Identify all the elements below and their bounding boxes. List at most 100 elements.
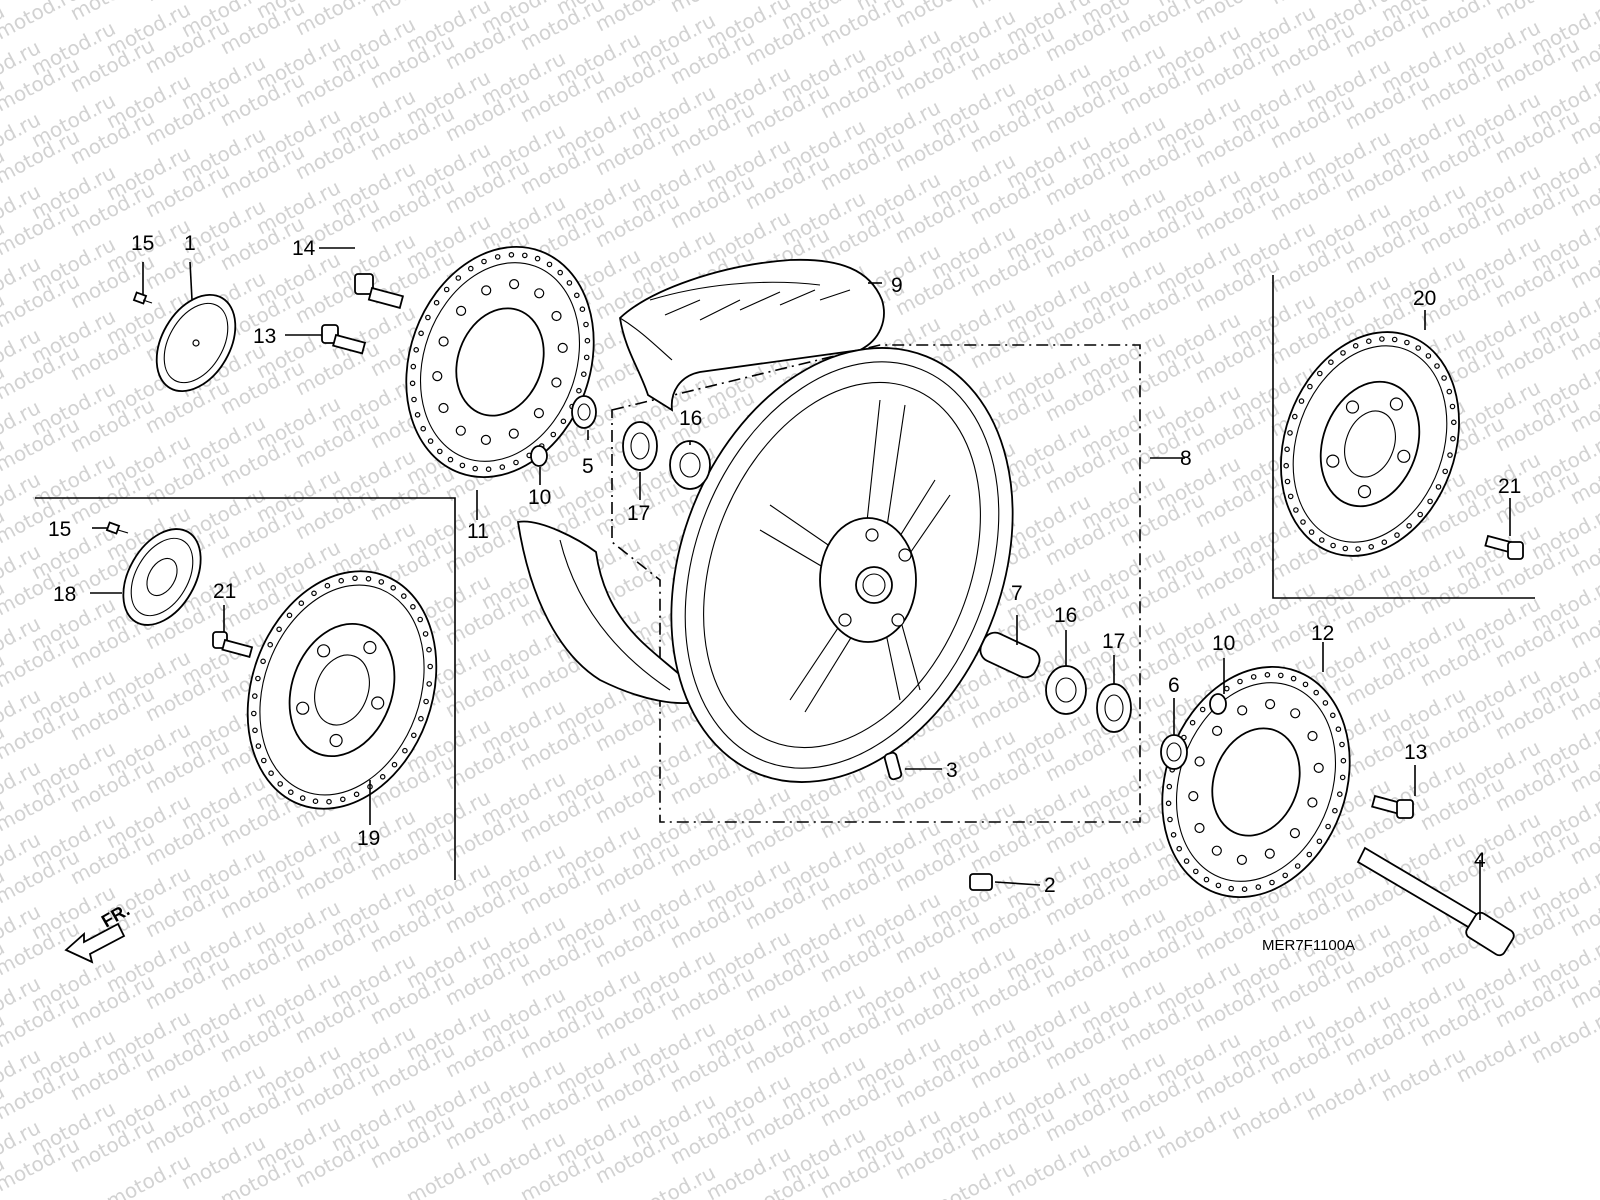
- left-variant-border: [35, 497, 456, 880]
- callout-4: 4: [1474, 849, 1486, 872]
- disc-hole: [268, 770, 274, 777]
- disc-hole: [418, 715, 424, 722]
- disc-hole: [1224, 685, 1230, 692]
- disc-hole: [1211, 845, 1222, 856]
- disc-hole: [1352, 342, 1359, 349]
- brake-disc-right[interactable]: [1131, 640, 1381, 923]
- disc-hole: [1308, 529, 1315, 535]
- wheel-rim[interactable]: [609, 296, 1074, 833]
- disc-hole: [1293, 507, 1299, 513]
- axle[interactable]: [1356, 846, 1516, 958]
- disc-hole: [255, 675, 261, 682]
- bolt-13a: [321, 324, 367, 355]
- callout-10: 10: [528, 486, 551, 509]
- disc-hole: [1237, 678, 1243, 685]
- disc-hole: [1290, 675, 1297, 682]
- pulser-ring-1[interactable]: [141, 281, 252, 405]
- callout-18: 18: [53, 583, 76, 606]
- disc-hole: [422, 631, 429, 637]
- callout-2: 2: [1044, 874, 1056, 897]
- bearing-16b: [1045, 665, 1087, 715]
- disc-hole: [255, 743, 262, 749]
- disc-hole: [1340, 757, 1347, 764]
- disc-hole: [1340, 350, 1346, 356]
- disc-hole: [400, 593, 407, 599]
- disc-hole: [1307, 730, 1318, 742]
- disc-hole: [1322, 700, 1329, 706]
- disc-hole: [1319, 537, 1325, 543]
- disc-hole: [1287, 493, 1294, 500]
- disc-hole: [550, 431, 557, 438]
- callout-12: 12: [1311, 622, 1334, 645]
- disc-hole: [298, 600, 305, 607]
- valve-3: [883, 751, 903, 781]
- disc-hole: [311, 590, 317, 597]
- disc-hole: [1287, 430, 1293, 436]
- disc-hole: [312, 798, 319, 805]
- callout-17: 17: [1102, 630, 1125, 653]
- disc-hole: [427, 663, 434, 670]
- callout-20: 20: [1413, 287, 1436, 310]
- disc-hole: [456, 305, 467, 316]
- disc-hole: [391, 761, 398, 768]
- disc-hole: [1450, 435, 1456, 442]
- brake-disc-left[interactable]: [375, 220, 625, 503]
- disc-hole: [260, 658, 266, 665]
- collar-6: [1160, 734, 1188, 770]
- spacers-bearings[interactable]: [530, 395, 1227, 770]
- disc-hole: [1415, 345, 1422, 351]
- disc-hole: [1435, 484, 1442, 490]
- disc-hole: [267, 641, 274, 648]
- disc-hole: [1170, 831, 1177, 838]
- disc-hole: [1381, 539, 1388, 546]
- disc-hole: [1335, 726, 1342, 733]
- disc-hole: [1389, 397, 1404, 411]
- disc-hole: [276, 626, 282, 633]
- disc-hole: [1188, 790, 1199, 802]
- callout-16: 16: [679, 407, 702, 430]
- disc-hole: [324, 582, 331, 589]
- tire[interactable]: [516, 258, 885, 704]
- callout-6: 6: [1168, 674, 1180, 697]
- disc-hole: [286, 612, 293, 619]
- disc-hole: [1183, 858, 1190, 864]
- clip-2: [969, 873, 993, 891]
- bolt-21a: [212, 631, 254, 659]
- disc-hole: [455, 275, 462, 281]
- disc-hole: [365, 575, 372, 582]
- pulser-ring-18[interactable]: [107, 515, 216, 638]
- disc-hole: [1391, 336, 1398, 343]
- disc-hole: [379, 773, 386, 780]
- brake-disc-variant-left[interactable]: [216, 545, 469, 836]
- callout-8: 8: [1180, 447, 1192, 470]
- callout-10: 10: [1212, 632, 1235, 655]
- callout-3: 3: [946, 759, 958, 782]
- disc-hole: [1167, 816, 1173, 823]
- collar-5: [571, 395, 597, 429]
- disc-hole: [1379, 336, 1385, 342]
- disc-hole: [1366, 338, 1372, 345]
- disc-hole: [287, 789, 294, 796]
- disc-hole: [1241, 886, 1248, 893]
- bolt-15a: [132, 291, 153, 305]
- disc-hole: [1292, 413, 1298, 420]
- disc-hole: [1193, 868, 1199, 875]
- disc-hole: [427, 438, 434, 444]
- bolts[interactable]: [105, 273, 1524, 891]
- disc-hole: [1427, 498, 1433, 505]
- washer-10a: [530, 445, 548, 467]
- leader-lines: [90, 247, 1511, 920]
- disc-hole: [557, 342, 568, 353]
- disc-hole: [1269, 879, 1275, 886]
- callout-21: 21: [1498, 475, 1521, 498]
- disc-hole: [546, 261, 553, 268]
- disc-hole: [1397, 449, 1411, 463]
- disc-hole: [513, 459, 519, 466]
- disc-hole: [481, 258, 487, 265]
- washer-10b: [1209, 693, 1227, 715]
- brake-disc-variant-right[interactable]: [1251, 307, 1489, 581]
- disc-hole: [494, 254, 501, 260]
- seal-17a: [622, 421, 658, 471]
- disc-hole: [378, 579, 385, 585]
